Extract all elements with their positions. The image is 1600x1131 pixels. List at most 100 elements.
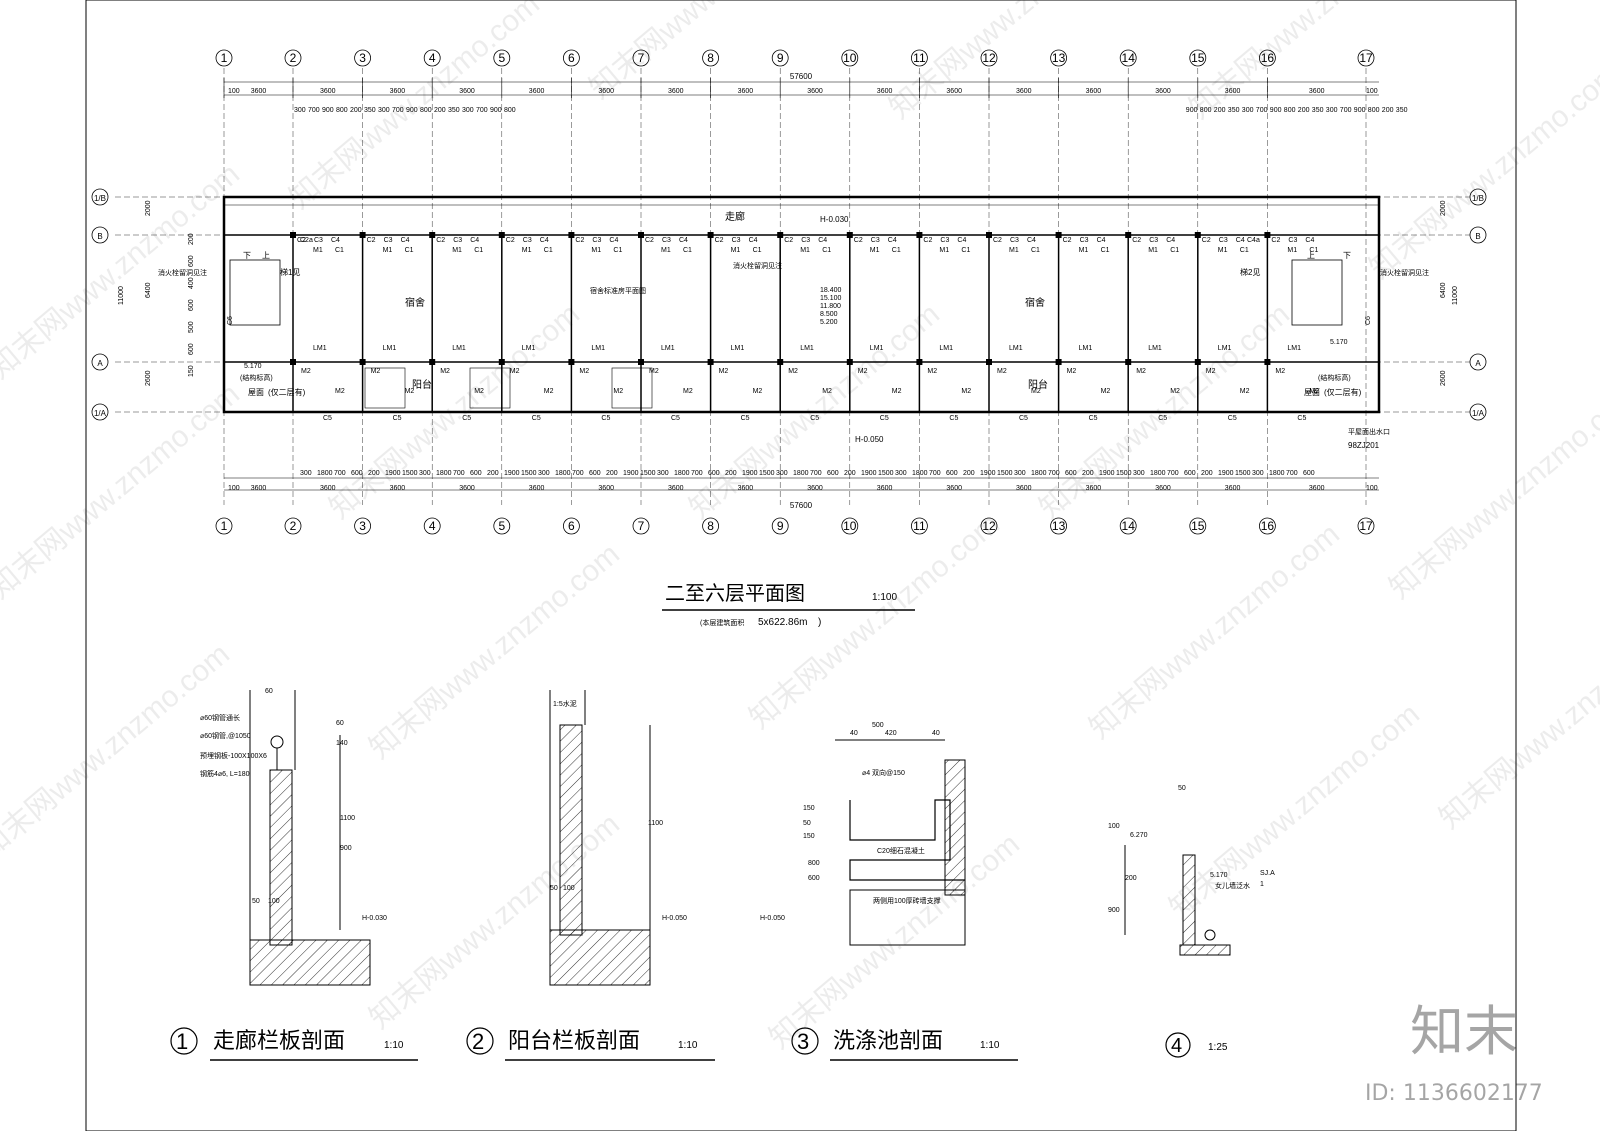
vertical-dim-right: 2000 (1440, 200, 1447, 216)
roof-note-right: (仅二层有) (1324, 387, 1362, 397)
detail-note: 50 (1178, 785, 1186, 792)
axis-bubble: 9 (771, 49, 789, 67)
plan-scale: 1:100 (872, 592, 897, 603)
axis-letter: 1/A (94, 409, 107, 418)
detail-2-label: 阳台栏板剖面 (508, 1028, 640, 1053)
axis-bubble: 10 (841, 49, 859, 67)
roof-label-right: 屋面 (1304, 388, 1320, 397)
axis-number: 12 (982, 51, 996, 65)
door-label: LM1 (939, 345, 953, 352)
column (429, 232, 436, 238)
small-dim-bottom: 700 (572, 470, 584, 477)
axis-number: 10 (843, 519, 857, 533)
drain-label: 平屋面出水口 (1348, 427, 1390, 436)
axis-bubble: 6 (563, 517, 580, 535)
small-dim-bottom: 200 (963, 470, 975, 477)
column (359, 359, 366, 365)
window-label: C4 (540, 237, 549, 244)
struct-elev-right: 5.170 (1330, 339, 1348, 346)
window-label: C2 (367, 237, 376, 244)
column (1264, 232, 1271, 238)
detail-note: 两侧用100厚砖墙支撑 (873, 896, 941, 905)
window-label: C5 (1158, 415, 1167, 422)
small-dim-top: 350 (1312, 107, 1324, 114)
small-dim-bottom: 700 (453, 470, 465, 477)
axis-number: 9 (777, 51, 784, 65)
window-label: C2 (854, 237, 863, 244)
bay-dim-bottom: 3600 (1016, 485, 1032, 492)
detail-1-label: 走廊栏板剖面 (213, 1028, 345, 1053)
detail-note: H-0.050 (760, 915, 785, 922)
door-label: LM1 (383, 345, 397, 352)
axis-letter-bubble: 1/B (91, 188, 109, 206)
detail-note: 100 (268, 898, 280, 905)
axis-number: 15 (1191, 519, 1205, 533)
small-dim-bottom: 700 (810, 470, 822, 477)
small-dim-top: 800 (1368, 107, 1380, 114)
axis-bubble: 3 (354, 49, 372, 67)
small-dim-bottom: 1800 (436, 470, 452, 477)
door-label: LM1 (313, 345, 327, 352)
axis-number: 7 (638, 519, 645, 533)
struct-label-right: (结构标高) (1318, 373, 1351, 382)
door-label: M1 (1287, 247, 1297, 254)
small-dim-bottom: 1500 (402, 470, 418, 477)
axis-letter-bubble: 1/A (1469, 403, 1487, 421)
detail-note: 40 (932, 730, 940, 737)
window-label: C4 (679, 237, 688, 244)
bay-dim-bottom: 3600 (459, 485, 475, 492)
window-label: C2 (575, 237, 584, 244)
small-dim-bottom: 300 (1252, 470, 1264, 477)
window-label: C2 (993, 237, 1002, 244)
axis-number: 4 (429, 519, 436, 533)
window-label: C5 (810, 415, 819, 422)
detail-note: C20细石混凝土 (877, 846, 925, 855)
axis-letter: B (97, 232, 102, 241)
small-dim-bottom: 600 (827, 470, 839, 477)
axis-number: 11 (913, 51, 926, 65)
small-dim-bottom: 300 (1133, 470, 1145, 477)
door-label: M2 (927, 368, 937, 375)
detail-1-number: 1 (176, 1029, 188, 1054)
axis-number: 3 (359, 51, 366, 65)
axis-bubble: 3 (354, 517, 372, 535)
detail-note: 1 (1260, 881, 1264, 888)
door-label: C1 (1240, 247, 1249, 254)
axis-bubble: 4 (423, 49, 441, 67)
small-dim-bottom: 1800 (793, 470, 809, 477)
bay-dim-bottom: 3600 (1225, 485, 1241, 492)
small-dim-bottom: 200 (487, 470, 499, 477)
window-label: C5 (671, 415, 680, 422)
detail-note: SJ.A (1260, 870, 1275, 877)
small-dim-top: 700 (476, 107, 488, 114)
axis-bubble: 1 (215, 517, 233, 535)
axis-letter: A (1475, 359, 1481, 368)
small-dim-bottom: 700 (334, 470, 346, 477)
small-dim-left: 600 (188, 299, 195, 311)
window-label: C4 (331, 237, 340, 244)
small-dim-bottom: 200 (1201, 470, 1213, 477)
column (1194, 232, 1201, 238)
detail-note: H-0.030 (362, 915, 387, 922)
bay-dim-top: 3600 (1309, 88, 1325, 95)
small-dim-left: 600 (188, 255, 195, 267)
corridor-label: 走廊 (725, 210, 745, 223)
window-label: C5 (532, 415, 541, 422)
door-label: M2 (579, 368, 589, 375)
watermark-text: 知末网www.znzmo.com (1433, 608, 1600, 836)
detail-note: ⌀4 双向@150 (862, 768, 905, 777)
bay-dim-bottom: 3600 (877, 485, 893, 492)
small-dim-bottom: 1800 (1031, 470, 1047, 477)
door-label: C1 (405, 247, 414, 254)
door-label: M1 (800, 247, 810, 254)
door-label: LM1 (1009, 345, 1023, 352)
window-label: C4 (609, 237, 618, 244)
elevation-value: 15.100 (820, 295, 842, 302)
bay-dim-bottom: 3600 (738, 485, 754, 492)
overall-dim-bottom: 57600 (790, 501, 813, 510)
unit-plan-ref: 宿舍标准房平面图 (590, 286, 646, 295)
axis-bubble: 17 (1357, 517, 1375, 535)
small-dim-bottom: 200 (368, 470, 380, 477)
door-label: C1 (683, 247, 692, 254)
axis-bubble: 17 (1357, 49, 1375, 67)
